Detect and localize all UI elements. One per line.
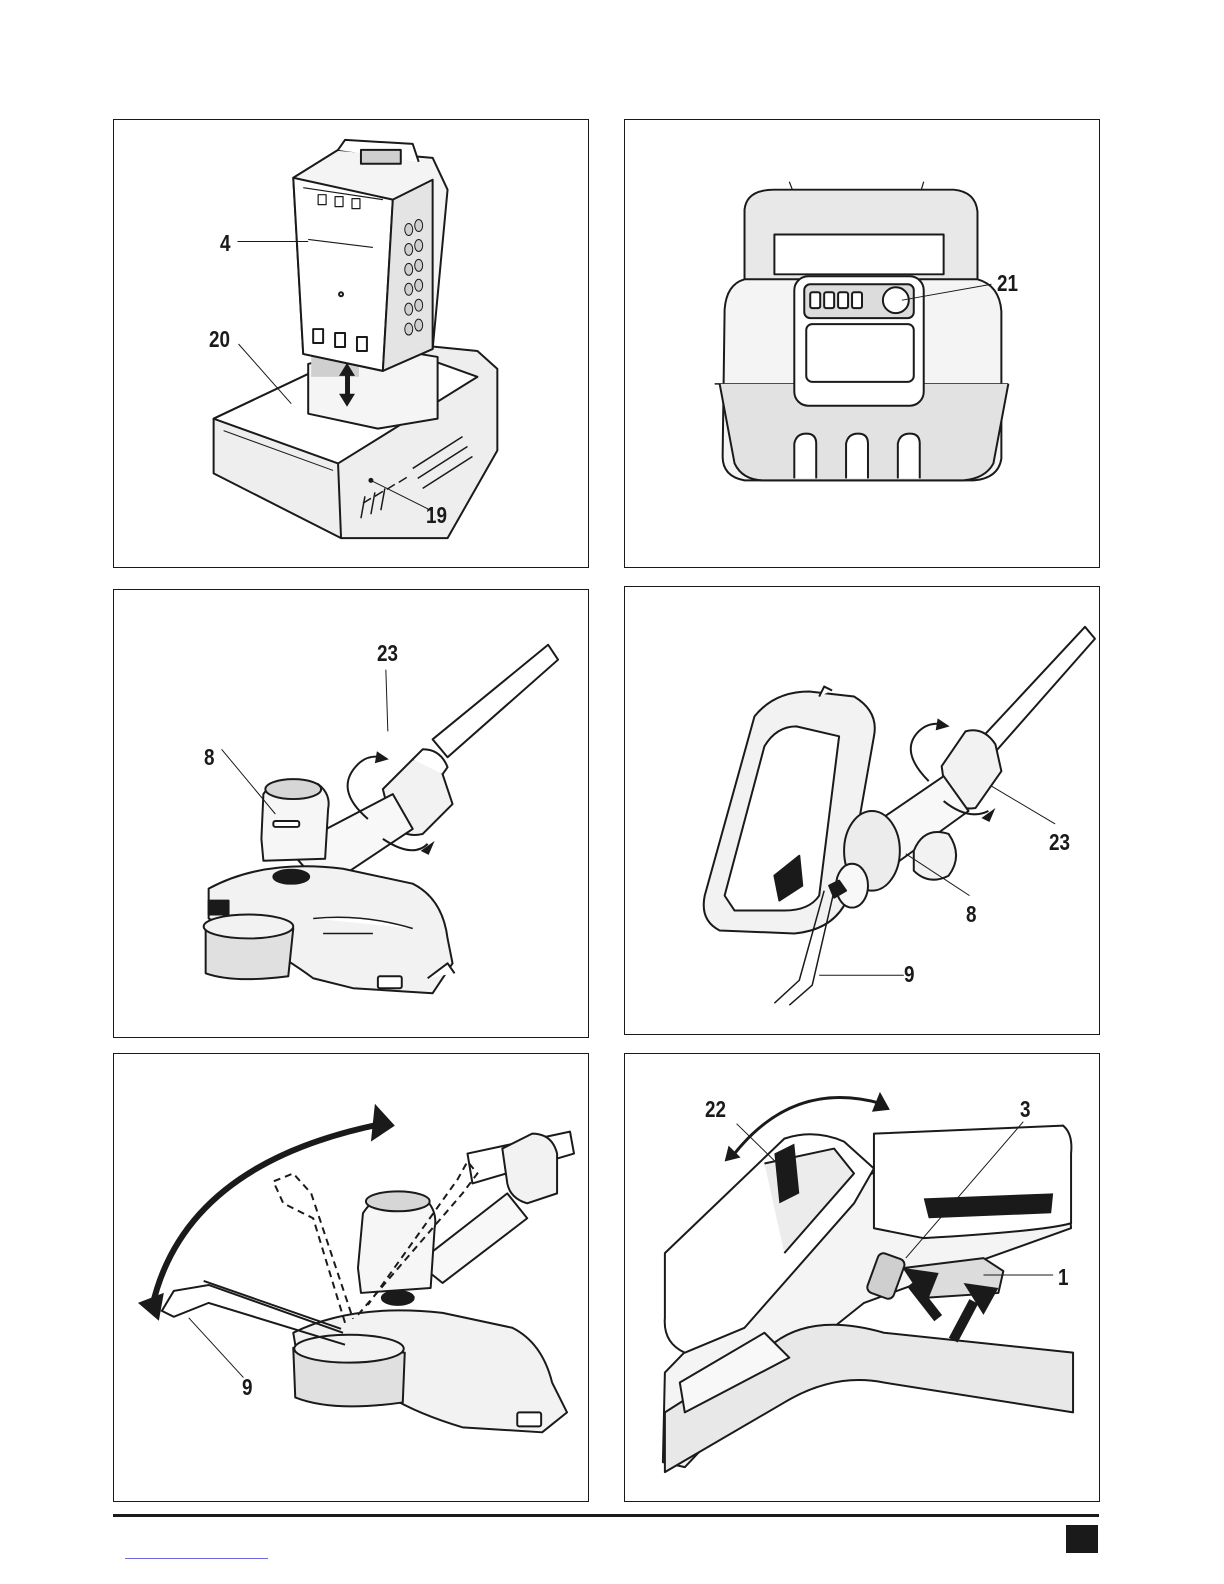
figure-edge-guide: 9 [113, 1053, 589, 1502]
callout-8: 8 [204, 746, 214, 769]
callout-8: 8 [966, 903, 976, 926]
battery-charger-illustration [114, 120, 588, 567]
footer-link-underline[interactable] [125, 1558, 268, 1559]
callout-23: 23 [1049, 831, 1070, 854]
callout-1: 1 [1058, 1266, 1068, 1289]
callout-3: 3 [1020, 1098, 1030, 1121]
trimmer-head-rotate-illustration [114, 590, 588, 1037]
page-number-box [1066, 1525, 1098, 1553]
figure-battery-charger: 4 20 19 [113, 119, 589, 568]
callout-21: 21 [997, 272, 1018, 295]
callout-9: 9 [904, 963, 914, 986]
callout-23: 23 [377, 642, 398, 665]
edge-guide-illustration [114, 1054, 588, 1501]
battery-gauge-illustration [625, 120, 1099, 567]
callout-19: 19 [426, 504, 447, 527]
footer-rule [113, 1514, 1099, 1517]
figure-battery-gauge: 21 [624, 119, 1100, 568]
callout-9: 9 [242, 1376, 252, 1399]
callout-22: 22 [705, 1098, 726, 1121]
callout-4: 4 [220, 232, 230, 255]
edger-mode-illustration [625, 587, 1099, 1034]
figure-edger-mode: 23 8 9 [624, 586, 1100, 1035]
callout-20: 20 [209, 328, 230, 351]
figure-handle-switch: 22 3 1 [624, 1053, 1100, 1502]
figure-trimmer-head-rotate: 23 8 [113, 589, 589, 1038]
